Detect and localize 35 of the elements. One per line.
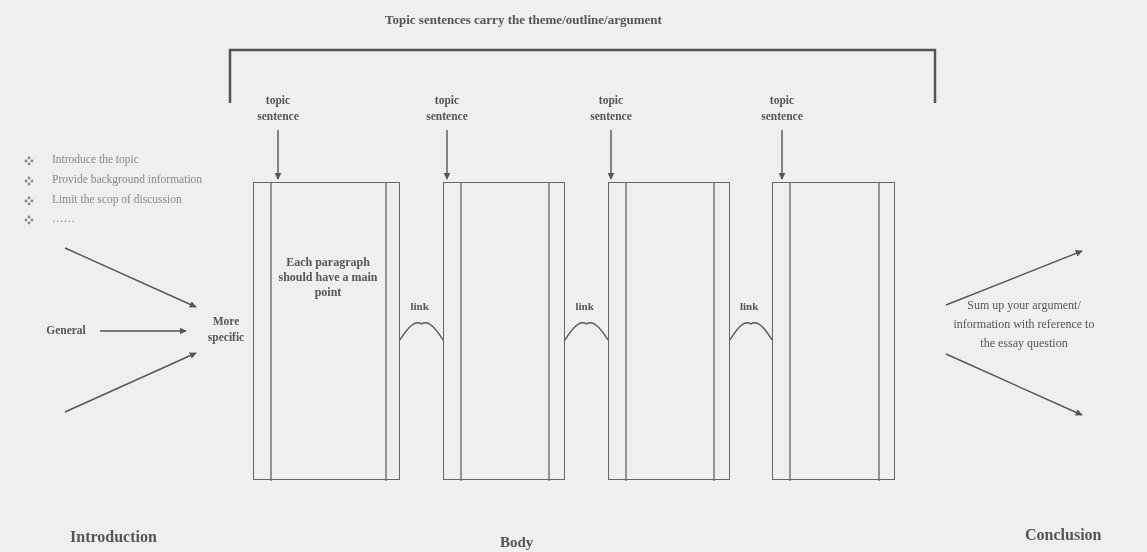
edge-label: link xyxy=(575,300,594,312)
arrow xyxy=(99,327,187,335)
arrow xyxy=(274,129,282,180)
paragraph-box xyxy=(772,182,895,480)
topic-sentence-label: topic sentence xyxy=(256,93,300,124)
arrow xyxy=(64,247,197,308)
link-curve xyxy=(564,322,609,341)
section-heading: Conclusion xyxy=(1025,526,1102,544)
section-heading: Introduction xyxy=(70,528,157,546)
link-curve xyxy=(729,322,773,341)
arrow xyxy=(607,129,615,180)
edge-label: link xyxy=(410,300,429,312)
bullet-text: …… xyxy=(52,212,75,224)
arrow xyxy=(778,129,786,180)
stage-label: More specific xyxy=(206,314,246,345)
bullet-text: Introduce the topic xyxy=(52,153,139,165)
arrow xyxy=(64,352,197,413)
edge-label: link xyxy=(740,300,759,312)
arrow xyxy=(945,250,1083,306)
paragraph-box xyxy=(608,182,730,480)
main-point-text: Each paragraph should have a main point xyxy=(277,255,379,300)
arrow xyxy=(945,353,1083,416)
section-heading: Body xyxy=(500,534,534,551)
topic-sentence-label: topic sentence xyxy=(589,93,633,124)
bullet-text: Provide background information xyxy=(52,173,203,185)
topic-sentence-label: topic sentence xyxy=(425,93,469,124)
summary-text: Sum up your argument/ information with reference to the essay question xyxy=(952,297,1096,352)
paragraph-box xyxy=(443,182,565,480)
title-text: Topic sentences carry the theme/outline/argument xyxy=(385,12,662,28)
arrow xyxy=(443,129,451,180)
topic-sentence-label: topic sentence xyxy=(760,93,804,124)
bullet-text: Limit the scop of discussion xyxy=(52,193,182,205)
paragraph-box xyxy=(253,182,400,480)
stage-label: General xyxy=(45,323,87,338)
link-curve xyxy=(399,322,444,341)
